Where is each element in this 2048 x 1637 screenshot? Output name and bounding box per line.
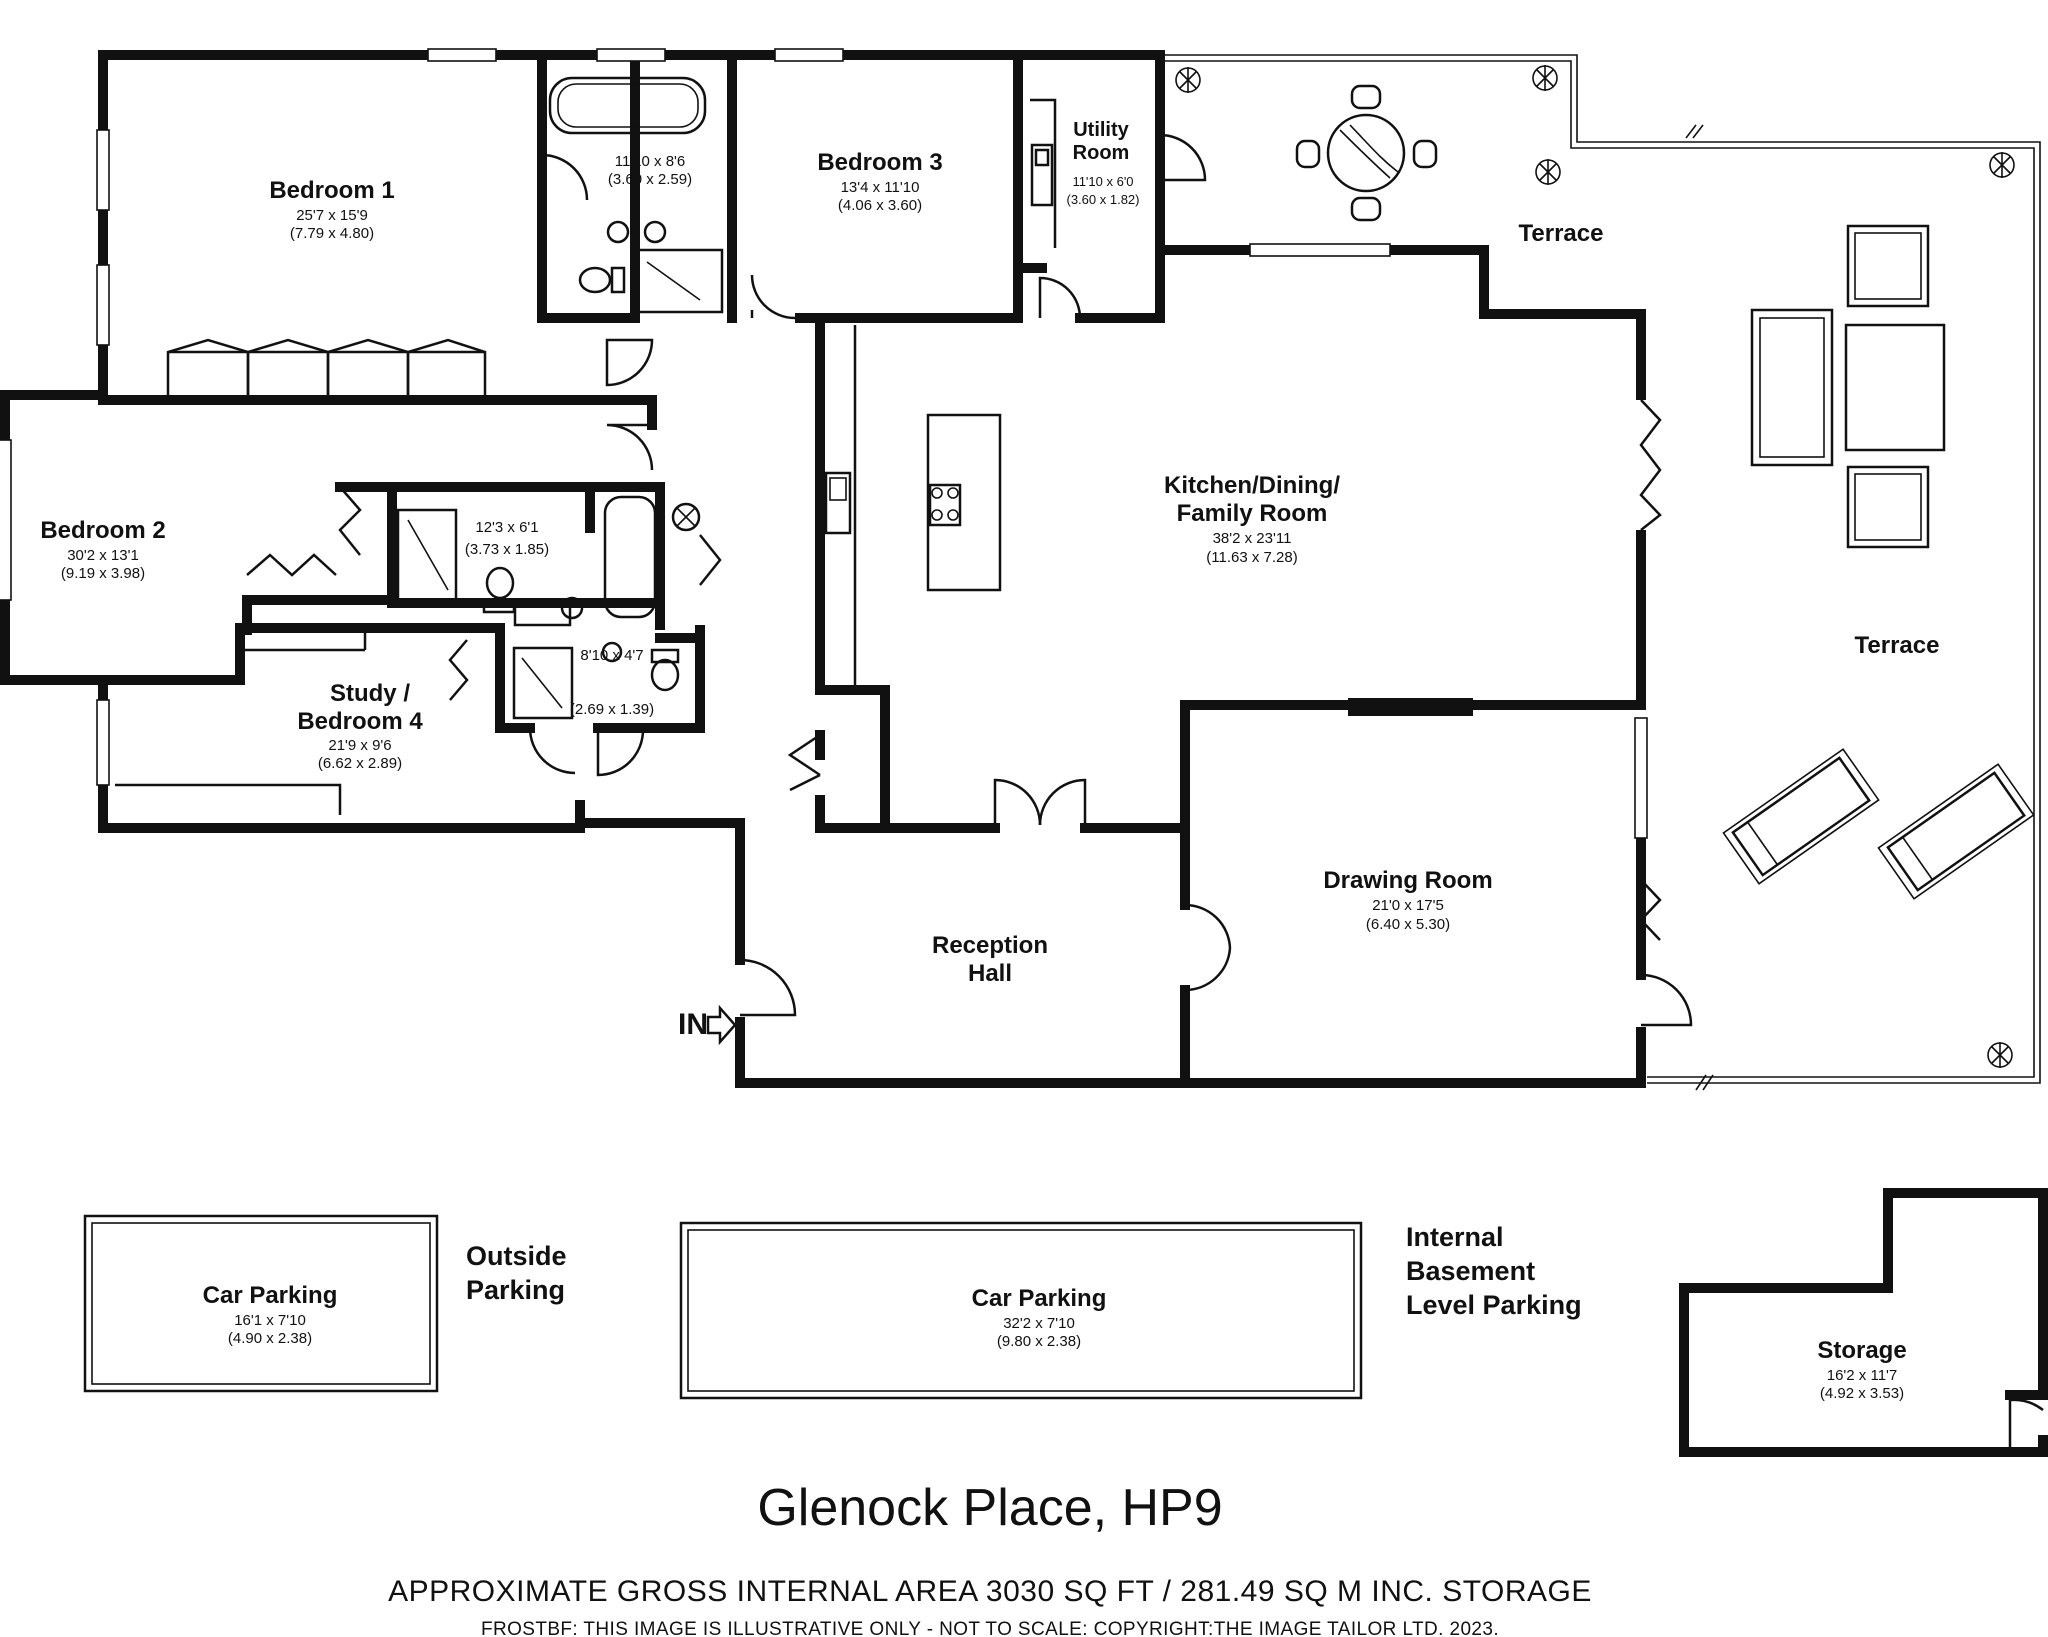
terrace-lounge-furniture (1750, 224, 1946, 549)
kitchen-fittings (824, 413, 1002, 592)
outside-parking-label-1: Outside (466, 1241, 567, 1271)
door-swings (246, 133, 1693, 1027)
plant-icons (1175, 65, 2015, 1068)
storage-imperial: 16'2 x 11'7 (1827, 1367, 1898, 1384)
internal-parking-label-3: Level Parking (1406, 1290, 1582, 1320)
bedroom3-name: Bedroom 3 (817, 149, 942, 176)
outside-parking-label-2: Parking (466, 1275, 565, 1305)
terrace-dining-table (1295, 84, 1438, 222)
kitchen-metric: (11.63 x 7.28) (1206, 549, 1297, 566)
bedroom1-name: Bedroom 1 (269, 177, 394, 204)
area-statement: APPROXIMATE GROSS INTERNAL AREA 3030 SQ … (388, 1575, 1592, 1608)
disclaimer: FROSTBF: THIS IMAGE IS ILLUSTRATIVE ONLY… (481, 1619, 1499, 1637)
bifold-doors (1639, 399, 1662, 941)
terrace-outline (1160, 54, 2041, 1091)
outside-parking-metric: (4.90 x 2.38) (228, 1330, 312, 1347)
ensuite1-metric: (3.60 x 2.59) (608, 171, 692, 188)
internal-parking-name: Car Parking (972, 1285, 1107, 1312)
shower-imperial: 8'10 x 4'7 (580, 647, 643, 664)
entrance-arrow-icon (706, 1004, 737, 1046)
sun-loungers (1722, 748, 2035, 900)
internal-parking-label-2: Basement (1406, 1256, 1535, 1286)
bedroom2-name: Bedroom 2 (40, 517, 165, 544)
reception-name-1: Reception (932, 932, 1048, 959)
study-name-2: Bedroom 4 (297, 708, 423, 735)
parking-area: Car Parking 16'1 x 7'10 (4.90 x 2.38) Ou… (83, 1214, 1582, 1400)
storage-metric: (4.92 x 3.53) (1820, 1385, 1904, 1402)
bedroom2-metric: (9.19 x 3.98) (61, 565, 145, 582)
shower-metric: (2.69 x 1.39) (570, 701, 654, 718)
bedroom2-imperial: 30'2 x 13'1 (67, 547, 139, 564)
page-title: Glenock Place, HP9 (757, 1479, 1222, 1537)
interior-walls (98, 50, 1646, 1088)
internal-parking-metric: (9.80 x 2.38) (997, 1333, 1081, 1350)
study-name-1: Study / (330, 680, 410, 707)
bathroom-fittings (396, 76, 1054, 720)
kitchen-name-1: Kitchen/Dining/ (1164, 472, 1340, 499)
drawing-name: Drawing Room (1323, 867, 1492, 894)
drawing-metric: (6.40 x 5.30) (1366, 916, 1450, 933)
utility-name-2: Room (1073, 142, 1130, 164)
utility-name-1: Utility (1073, 119, 1129, 141)
ensuite1-imperial: 11'10 x 8'6 (615, 153, 686, 170)
kitchen-name-2: Family Room (1177, 500, 1328, 527)
wardrobes (115, 338, 487, 815)
utility-metric: (3.60 x 1.82) (1067, 192, 1140, 207)
windows (0, 48, 1648, 839)
reception-name-2: Hall (968, 960, 1012, 987)
bedroom3-imperial: 13'4 x 11'10 (841, 179, 920, 196)
outside-parking-imperial: 16'1 x 7'10 (234, 1312, 306, 1329)
study-metric: (6.62 x 2.89) (318, 755, 402, 772)
internal-parking-label-1: Internal (1406, 1222, 1504, 1252)
storage-name: Storage (1817, 1337, 1906, 1364)
outside-parking-name: Car Parking (203, 1282, 338, 1309)
study-imperial: 21'9 x 9'6 (328, 737, 391, 754)
internal-parking-imperial: 32'2 x 7'10 (1003, 1315, 1075, 1332)
kitchen-imperial: 38'2 x 23'11 (1213, 530, 1292, 547)
drawing-imperial: 21'0 x 17'5 (1372, 897, 1444, 914)
terrace-right-name: Terrace (1855, 632, 1940, 659)
bathroom-metric: (3.73 x 1.85) (465, 541, 549, 558)
utility-imperial: 11'10 x 6'0 (1072, 174, 1133, 189)
bathroom-imperial: 12'3 x 6'1 (475, 519, 538, 536)
room-labels: Bedroom 1 25'7 x 15'9 (7.79 x 4.80) 11'1… (40, 119, 1939, 1041)
entrance-label: IN (678, 1008, 708, 1041)
bedroom3-metric: (4.06 x 3.60) (838, 197, 922, 214)
bedroom1-metric: (7.79 x 4.80) (290, 225, 374, 242)
storage-area: Storage 16'2 x 11'7 (4.92 x 3.53) (1679, 1188, 2048, 1457)
bedroom1-imperial: 25'7 x 15'9 (296, 207, 368, 224)
terrace-upper-name: Terrace (1519, 220, 1604, 247)
